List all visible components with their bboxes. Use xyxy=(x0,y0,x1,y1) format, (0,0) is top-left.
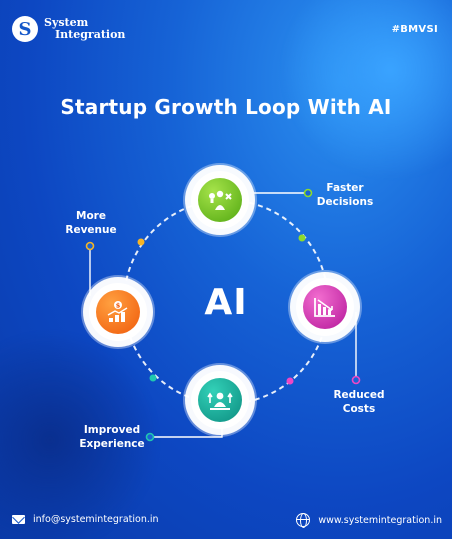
brand-name-line1: System xyxy=(44,16,89,29)
ring-dot xyxy=(137,238,145,246)
page-title: Startup Growth Loop With AI xyxy=(60,95,392,119)
label-line: Reduced xyxy=(333,389,385,401)
label-faster-decisions: Faster Decisions xyxy=(310,181,380,209)
center-ai-label: AI xyxy=(204,282,248,323)
label-line: More xyxy=(76,210,106,222)
website-text[interactable]: www.systemintegration.in xyxy=(318,514,442,526)
label-improved-experience: Improved Experience xyxy=(66,423,158,451)
logo-mark: S xyxy=(12,16,38,42)
hashtag: #BMVSI xyxy=(391,24,438,35)
label-line: Faster xyxy=(326,182,364,194)
decision-icon xyxy=(198,178,242,222)
team-up-icon xyxy=(198,378,242,422)
footer-email[interactable]: info@systemintegration.in xyxy=(12,514,159,525)
email-text[interactable]: info@systemintegration.in xyxy=(33,514,159,525)
node-more-revenue: $ xyxy=(89,283,147,341)
label-line: Revenue xyxy=(65,224,117,236)
label-more-revenue: More Revenue xyxy=(56,209,126,237)
label-line: Experience xyxy=(79,438,145,450)
label-line: Improved xyxy=(83,424,141,436)
connector-end-dot xyxy=(351,375,361,385)
connector-end-dot xyxy=(303,188,313,198)
connector-end-dot xyxy=(145,432,155,442)
footer-website[interactable]: www.systemintegration.in xyxy=(296,513,442,528)
footer: info@systemintegration.in www.systeminte… xyxy=(0,504,452,539)
connector-experience xyxy=(152,428,223,438)
brand-name-line2: Integration xyxy=(55,28,126,41)
ring-dot xyxy=(149,374,157,382)
cost-down-chart-icon xyxy=(303,285,347,329)
revenue-growth-icon: $ xyxy=(96,290,140,334)
brand-name: System Integration xyxy=(44,17,125,41)
node-faster-decisions xyxy=(191,171,249,229)
node-improved-experience xyxy=(191,371,249,429)
connector-end-dot xyxy=(85,241,95,251)
label-reduced-costs: Reduced Costs xyxy=(322,388,396,416)
label-line: Decisions xyxy=(316,196,374,208)
mail-icon xyxy=(12,515,25,524)
label-line: Costs xyxy=(342,403,376,415)
ring-dot xyxy=(286,377,294,385)
brand-logo: S System Integration xyxy=(12,16,125,42)
ring-dot xyxy=(298,234,306,242)
svg-text:$: $ xyxy=(116,302,121,310)
node-reduced-costs xyxy=(296,278,354,336)
globe-icon xyxy=(296,513,311,528)
